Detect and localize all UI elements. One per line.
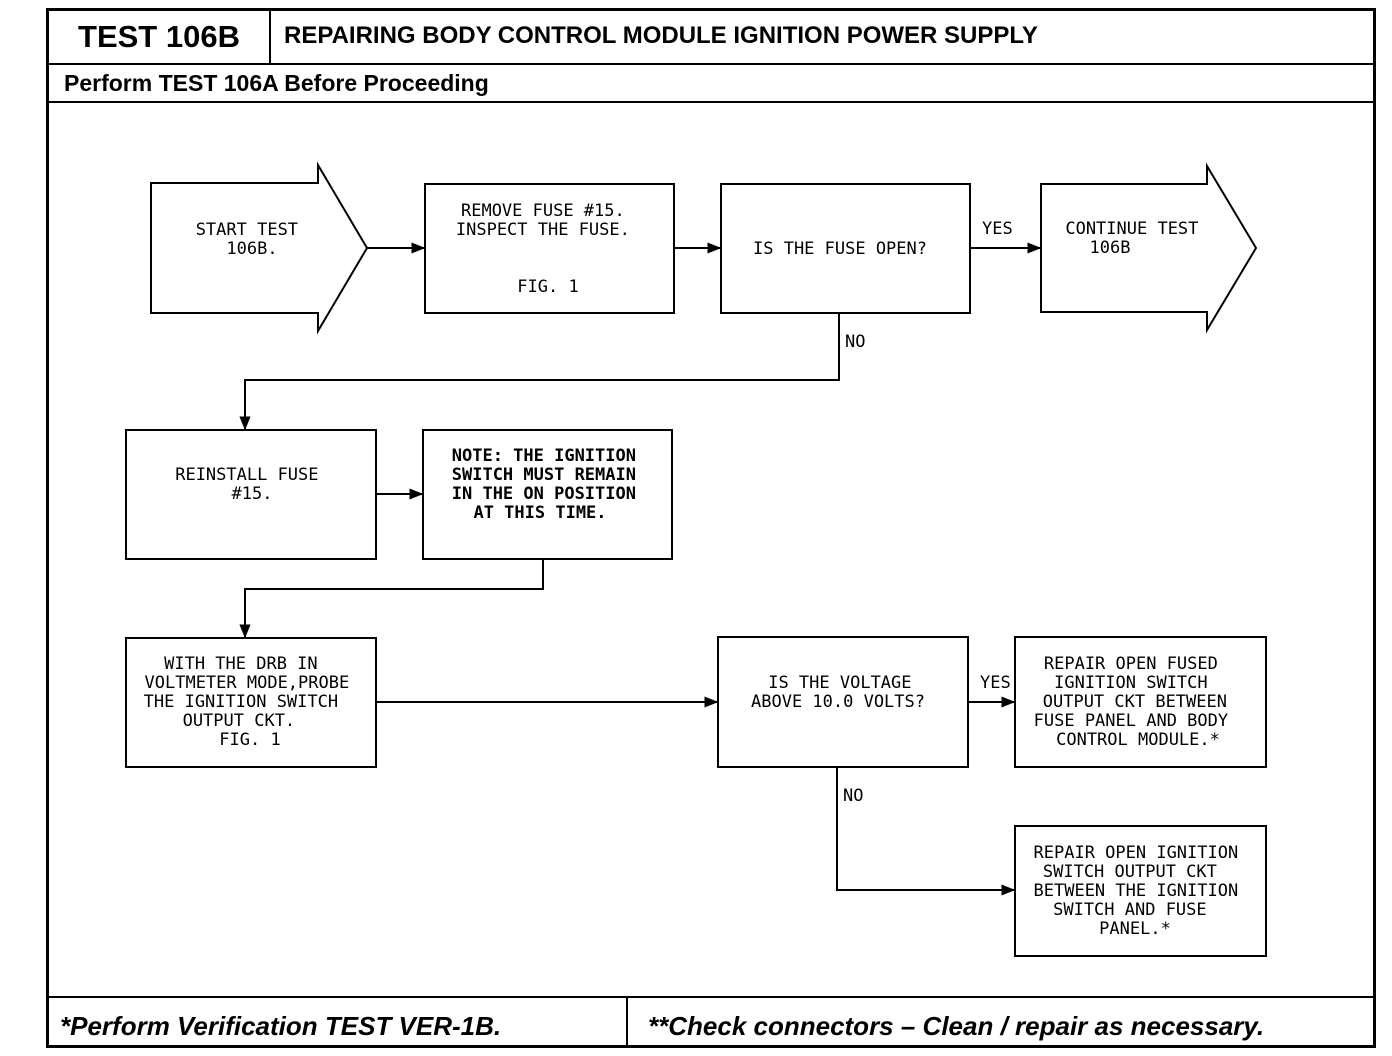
footer-verification-note: *Perform Verification TEST VER-1B.	[60, 1011, 502, 1041]
continue-text-line: CONTINUE TEST	[1065, 219, 1198, 239]
footer-connectors-note: **Check connectors – Clean / repair as n…	[648, 1011, 1265, 1041]
repair-fused-text-line: CONTROL MODULE.*	[1056, 730, 1220, 750]
start-arrow-shape	[150, 161, 369, 335]
no-label: NO	[845, 332, 865, 352]
prerequisite-divider	[49, 101, 1373, 103]
prerequisite-note: Perform TEST 106A Before Proceeding	[64, 70, 489, 96]
reinstall-text-line: #15.	[232, 484, 273, 504]
reinstall-text-line: REINSTALL FUSE	[175, 465, 318, 485]
footer-column-divider	[626, 998, 628, 1045]
connector-no-reinstall	[239, 313, 840, 431]
start-text-line: 106B.	[226, 239, 277, 259]
voltage-question-text-line: IS THE VOLTAGE	[768, 673, 911, 693]
note-text-line: NOTE: THE IGNITION	[452, 446, 636, 466]
svg-text:REPAIR OPEN FUSED IGNITION: REPAIR OPEN FUSED IGNITION SWITCH OUTPUT…	[1034, 654, 1239, 750]
repair-open-text-line: PANEL.*	[1099, 919, 1171, 939]
yes-label: YES	[980, 673, 1011, 693]
probe-text-line: VOLTMETER MODE,PROBE	[145, 673, 350, 693]
probe-text-line: WITH THE DRB IN	[164, 654, 318, 674]
remove-fuse-text-line: REMOVE FUSE #15.	[461, 201, 625, 221]
fuse-open-question-text: IS THE FUSE OPEN?	[753, 239, 927, 259]
repair-open-text-line: REPAIR OPEN IGNITION	[1034, 843, 1239, 863]
svg-text:IS THE VOLTAGE ABOVE 10.0: IS THE VOLTAGE ABOVE 10.0 VOLTS?	[751, 673, 925, 712]
note-text-line: IN THE ON POSITION	[452, 484, 636, 504]
repair-fused-text-line: FUSE PANEL AND BODY	[1034, 711, 1228, 731]
repair-open-text-line: BETWEEN THE IGNITION	[1034, 881, 1239, 901]
svg-text:NOTE: THE IGNITION SWITCH: NOTE: THE IGNITION SWITCH MUST REMAIN IN…	[452, 446, 646, 523]
test-title: REPAIRING BODY CONTROL MODULE IGNITION P…	[284, 22, 1038, 49]
header-divider	[49, 63, 1373, 65]
connector-no-repair-open	[836, 767, 1016, 896]
svg-text:REINSTALL FUSE #15.: REINSTALL FUSE #15.	[175, 465, 329, 504]
voltage-question-text-line: ABOVE 10.0 VOLTS?	[751, 692, 925, 712]
svg-text:IS THE FUSE OPEN?: IS THE FUSE OPEN?	[753, 239, 927, 259]
connector-note-probe	[239, 559, 544, 639]
footer-divider	[49, 996, 1373, 998]
probe-text-line: FIG. 1	[219, 730, 280, 750]
remove-fuse-text-line: FIG. 1	[517, 277, 578, 297]
repair-fused-text-line: REPAIR OPEN FUSED	[1044, 654, 1218, 674]
page-frame	[46, 8, 1376, 1048]
continue-arrow-shape	[1040, 162, 1258, 334]
svg-text:WITH THE DRB IN VOLTMETER: WITH THE DRB IN VOLTMETER MODE,PROBE THE…	[144, 654, 360, 750]
remove-fuse-text-line: INSPECT THE FUSE.	[456, 220, 630, 240]
repair-open-text-line: SWITCH OUTPUT CKT	[1043, 862, 1217, 882]
continue-text-line: 106B	[1090, 238, 1131, 258]
repair-fused-text-line: IGNITION SWITCH	[1054, 673, 1208, 693]
svg-text:REMOVE FUSE #15. INSPECT T: REMOVE FUSE #15. INSPECT THE FUSE. FIG. …	[456, 201, 640, 297]
svg-text:CONTINUE TEST 106B: CONTINUE TEST 106B	[1065, 219, 1208, 258]
note-text-line: AT THIS TIME.	[473, 503, 606, 523]
repair-open-text-line: SWITCH AND FUSE	[1053, 900, 1207, 920]
probe-text-line: THE IGNITION SWITCH	[144, 692, 338, 712]
start-text-line: START TEST	[196, 220, 298, 240]
note-text-line: SWITCH MUST REMAIN	[452, 465, 636, 485]
svg-text:START TEST 106B.: START TEST 106B.	[196, 220, 309, 259]
yes-label: YES	[982, 219, 1013, 239]
probe-text-line: OUTPUT CKT.	[183, 711, 296, 731]
test-id: TEST 106B	[49, 11, 271, 63]
no-label: NO	[843, 786, 863, 806]
svg-text:REPAIR OPEN IGNITION SWITC: REPAIR OPEN IGNITION SWITCH OUTPUT CKT B…	[1034, 843, 1249, 939]
repair-fused-text-line: OUTPUT CKT BETWEEN	[1043, 692, 1227, 712]
